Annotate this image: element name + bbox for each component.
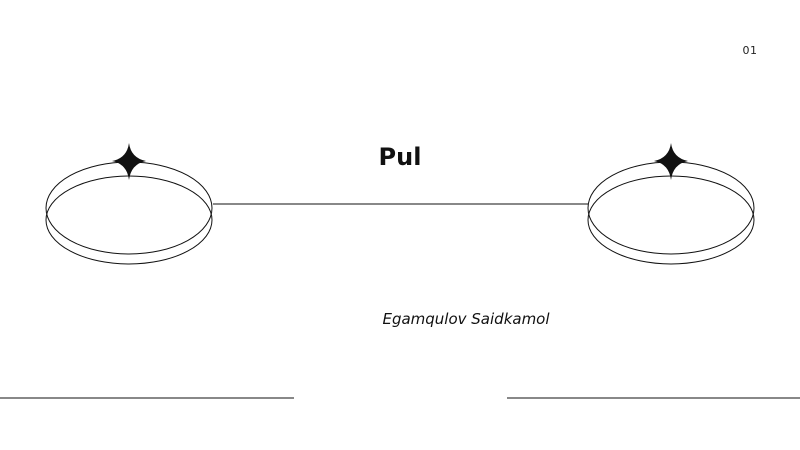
slide-title: Pul [378, 143, 422, 171]
author-name: Egamqulov Saidkamol [382, 310, 550, 328]
page-number: 01 [742, 44, 758, 57]
left-sparkle-icon [112, 143, 146, 180]
right-sparkle-icon [654, 143, 688, 180]
